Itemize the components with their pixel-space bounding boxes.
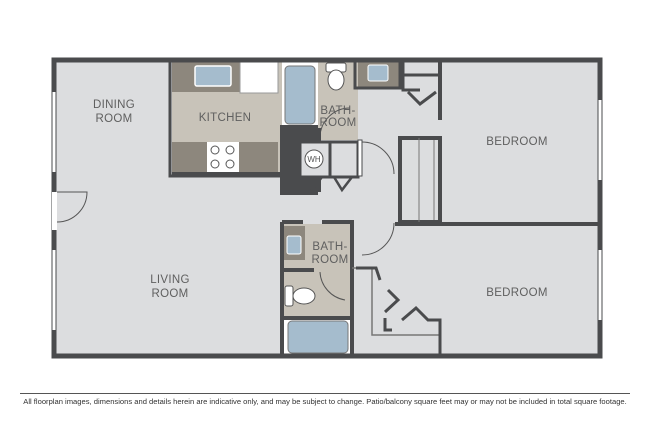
- kitchen-sink-icon: [194, 65, 232, 87]
- bedroom-1-label: BEDROOM: [486, 136, 548, 148]
- dining-room-label: DINING: [93, 99, 135, 111]
- toilet-icon: [327, 69, 345, 91]
- entry-door[interactable]: [52, 192, 57, 230]
- closet: [328, 140, 360, 179]
- bathroom-1-label-2: ROOM: [320, 117, 357, 129]
- bath-2-tub-icon: [287, 320, 349, 354]
- bedroom-1-door[interactable]: [361, 141, 395, 175]
- vanity-sink-icon: [367, 64, 389, 82]
- kitchen-label: KITCHEN: [199, 112, 252, 124]
- bathroom-2-label-2: ROOM: [312, 254, 349, 266]
- bathroom-1-label: BATH-: [320, 105, 355, 117]
- bathroom-2-label: BATH-: [312, 241, 347, 253]
- water-heater-label: WH: [307, 155, 321, 164]
- stove-icon: [207, 142, 239, 172]
- bath-2-sink-icon: [286, 235, 302, 255]
- bedroom-2-door[interactable]: [361, 222, 395, 256]
- bathtub-icon: [284, 65, 316, 125]
- living-room-label-2: ROOM: [152, 288, 189, 300]
- refrigerator: [239, 59, 279, 94]
- divider: [20, 393, 630, 394]
- bedroom-2-label: BEDROOM: [486, 287, 548, 299]
- dining-room-label-2: ROOM: [96, 113, 133, 125]
- bath-2-toilet-icon: [292, 287, 316, 305]
- living-room-label: LIVING: [150, 274, 190, 286]
- disclaimer: All floorplan images, dimensions and det…: [23, 397, 627, 406]
